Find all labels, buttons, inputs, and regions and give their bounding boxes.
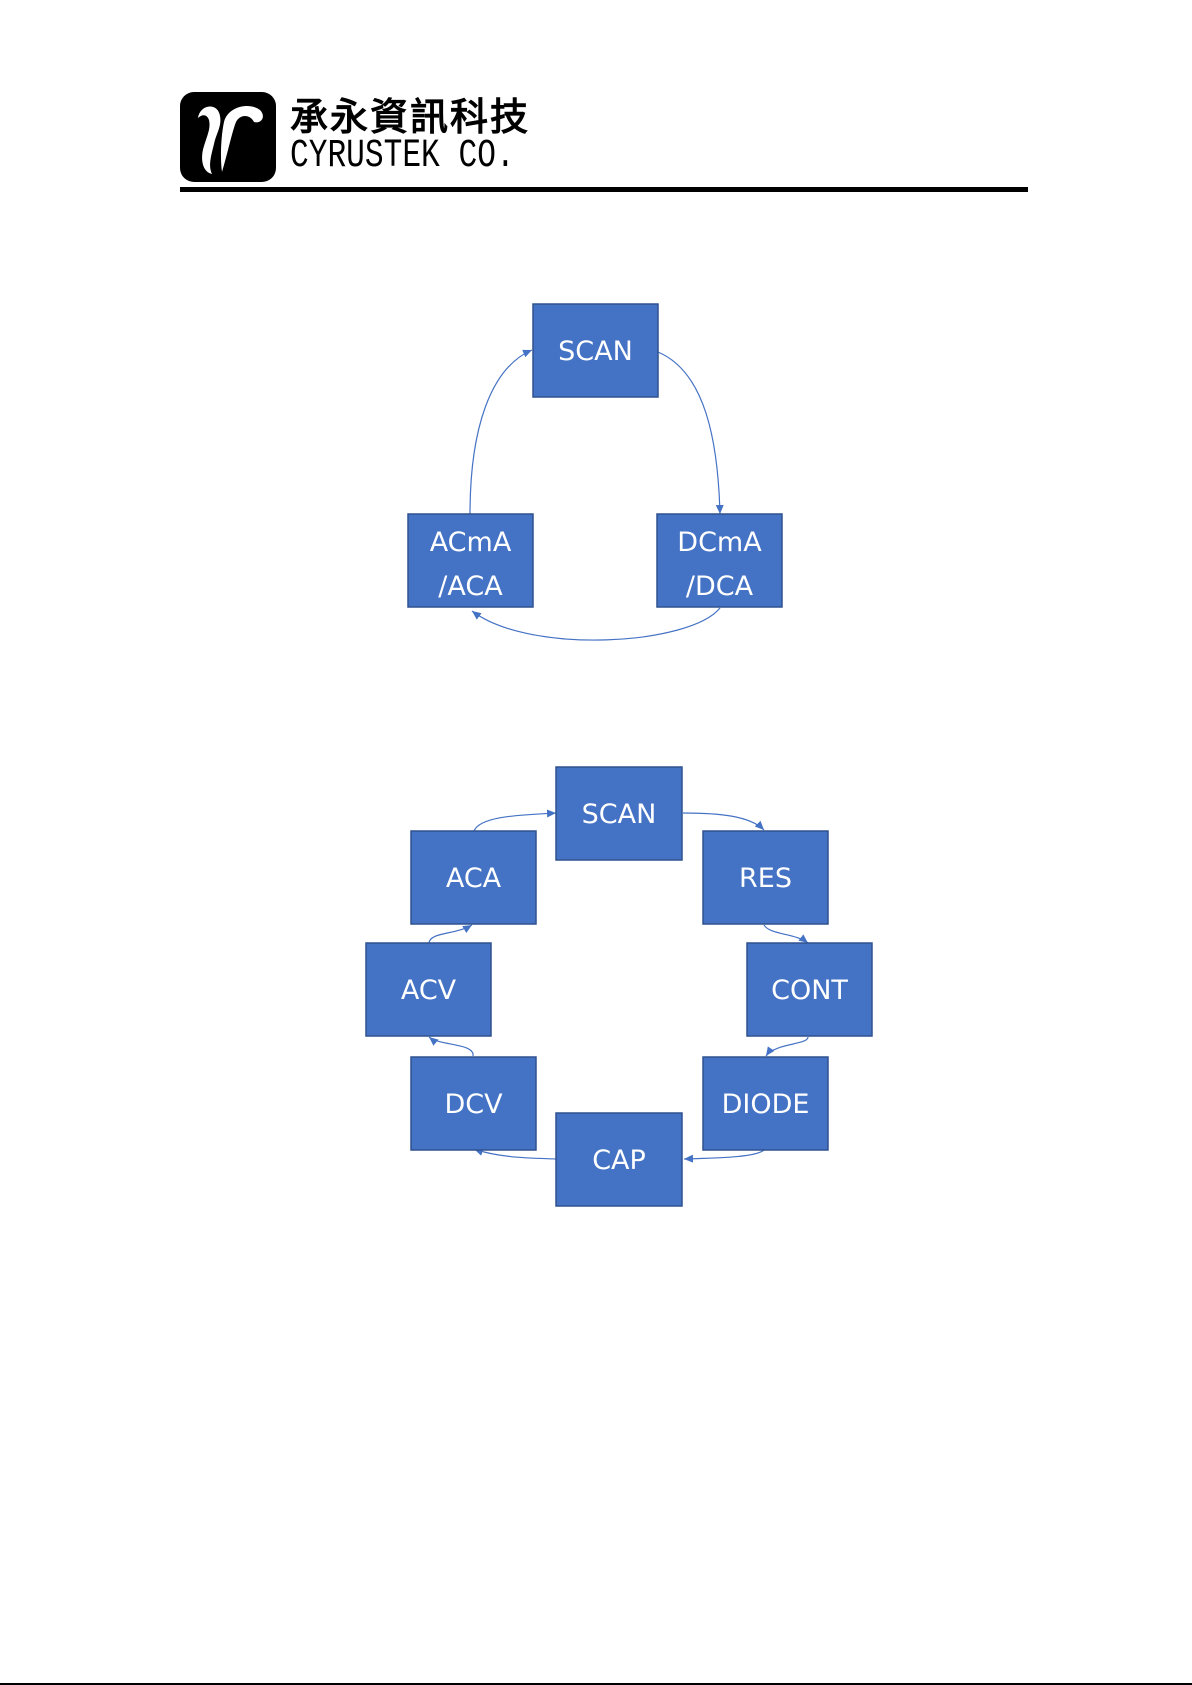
- node-scan: SCAN: [556, 767, 682, 860]
- node-dcma-dca: DCmA /DCA: [657, 514, 782, 607]
- node-label: SCAN: [558, 336, 633, 367]
- node-label: ACmA: [430, 527, 512, 558]
- node-cap: CAP: [556, 1113, 682, 1206]
- edge-scan-to-res: [683, 813, 764, 830]
- edge-cont-to-diode: [766, 1037, 808, 1056]
- node-acv: ACV: [366, 943, 491, 1036]
- edge-acv-to-aca: [429, 925, 472, 943]
- edge-res-to-cont: [764, 925, 808, 943]
- diagram-2-nodes: SCAN RES CONT DIODE CAP DCV ACV ACA: [366, 767, 872, 1206]
- node-label: DCmA: [677, 527, 762, 558]
- node-acma-aca: ACmA /ACA: [408, 514, 533, 607]
- edge-acma-to-scan: [470, 350, 532, 514]
- node-cont: CONT: [747, 943, 872, 1036]
- node-label: CONT: [771, 975, 848, 1006]
- edge-aca-to-scan: [474, 813, 556, 831]
- node-label: SCAN: [582, 799, 657, 830]
- diagram-1-nodes: SCAN DCmA /DCA ACmA /ACA: [408, 304, 782, 607]
- node-label: ACV: [401, 975, 457, 1006]
- edge-dcv-to-acv: [429, 1037, 473, 1056]
- node-label: RES: [739, 863, 792, 894]
- node-label: /DCA: [686, 571, 754, 602]
- node-label: DCV: [444, 1089, 503, 1120]
- node-dcv: DCV: [411, 1057, 536, 1150]
- node-aca: ACA: [411, 831, 536, 924]
- node-label: ACA: [446, 863, 502, 894]
- edge-diode-to-cap: [684, 1150, 764, 1159]
- node-res: RES: [703, 831, 828, 924]
- edge-scan-to-dcma: [658, 352, 720, 514]
- node-label: DIODE: [722, 1089, 810, 1120]
- edge-dcma-to-acma: [472, 608, 720, 640]
- node-scan: SCAN: [533, 304, 658, 397]
- node-label: CAP: [592, 1145, 646, 1176]
- node-label: /ACA: [438, 571, 503, 602]
- node-diode: DIODE: [703, 1057, 828, 1150]
